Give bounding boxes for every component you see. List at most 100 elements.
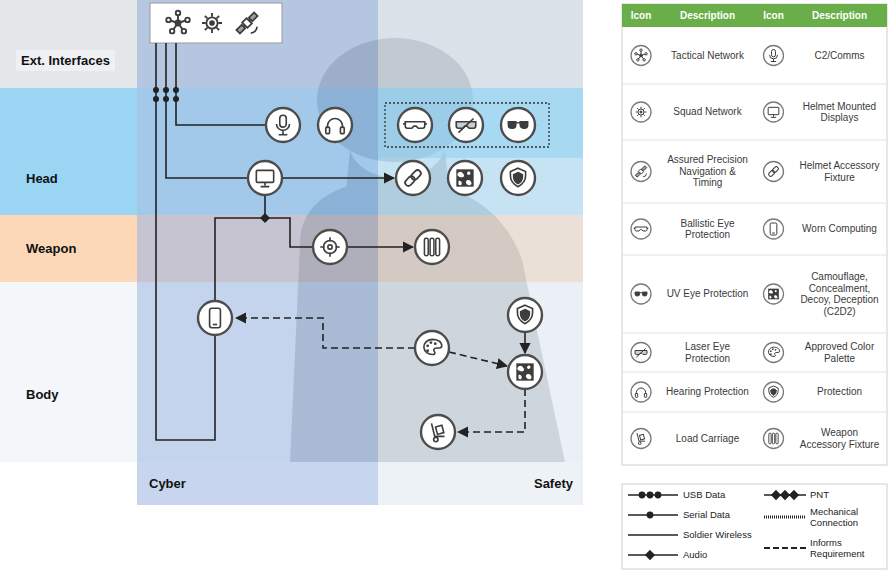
icon-circle (764, 382, 784, 402)
table-cell-box: Protection (792, 372, 887, 412)
connector-dot (163, 87, 169, 93)
table-cell-box: Hearing Protection (660, 372, 755, 412)
icon-circle (415, 331, 449, 365)
interface-box (150, 3, 282, 43)
icon-circle (631, 382, 651, 402)
load-carriage-icon (637, 433, 645, 444)
icon-circle (421, 415, 455, 449)
mount-arrow (524, 332, 526, 353)
informs-arrow (458, 389, 525, 432)
icon-circle (764, 284, 784, 304)
hmd-icon (256, 170, 273, 186)
table-cell: C2/Comms (814, 50, 864, 62)
hearing-protection-icon (635, 388, 646, 397)
table-header: Description (812, 10, 867, 22)
table-cell: UV Eye Protection (667, 288, 749, 300)
accessory-fixture-icon (768, 166, 779, 177)
icon-circle (198, 301, 232, 335)
mount-arrow (282, 177, 394, 179)
icon-circle (631, 46, 651, 66)
column-label: Cyber (149, 476, 186, 491)
table-cell-box: Assured Precision Navigation & Timing (660, 140, 755, 203)
squad-network-icon (202, 13, 222, 33)
legend-entry: Serial Data (683, 509, 763, 520)
column-band: Safety (378, 0, 583, 505)
eye-protection-group (385, 103, 549, 147)
ballistic-eye-icon (403, 122, 427, 129)
hmd-icon (768, 107, 779, 117)
laser-eye-icon (635, 349, 647, 358)
row-label: Body (26, 387, 59, 402)
table-cell-box: Approved Color Palette (792, 333, 887, 372)
table-header: Description (680, 10, 735, 22)
legend-entry: Audio (683, 549, 763, 560)
table-cell-box: Weapon Accessory Fixture (792, 412, 887, 465)
icon-circle (764, 429, 784, 449)
wireless-line-sample (628, 534, 678, 536)
protection-icon (769, 386, 778, 397)
squad-network-icon (636, 107, 647, 118)
audio-wire (176, 43, 266, 125)
table-cell-box: Camouflage, Concealment, Decoy, Deceptio… (792, 255, 887, 333)
serial-wire (156, 43, 215, 440)
hearing-protection-icon (326, 119, 344, 134)
table-cell-box: C2/Comms (792, 27, 887, 84)
table-cell-box: Icon (622, 4, 660, 27)
icon-circle (764, 46, 784, 66)
legend-label: Serial Data (683, 509, 763, 520)
icon-circle (631, 343, 651, 363)
c2-comms-icon (277, 115, 290, 135)
icon-circle (631, 284, 651, 304)
icon-circle (764, 219, 784, 239)
connector-dot (173, 87, 179, 93)
icon-circle (501, 161, 535, 195)
table-cell-box: Load Carriage (660, 412, 755, 465)
weapon-fixture-icon (769, 433, 778, 444)
table-cell: Load Carriage (676, 433, 739, 445)
ballistic-eye-icon (634, 227, 649, 231)
table-header-bar (622, 4, 887, 27)
legend-entry: Mechanical Connection (810, 506, 885, 528)
row-separator (622, 84, 887, 412)
legend-label: Informs Requirement (810, 537, 885, 559)
informs-arrow (236, 318, 415, 348)
legend-label: PNT (810, 489, 885, 500)
table-cell-box: Laser Eye Protection (660, 333, 755, 372)
icon-circle (764, 102, 784, 122)
camouflage-icon (516, 363, 533, 380)
camouflage-icon (768, 289, 779, 300)
table-cell: Protection (817, 386, 862, 398)
icon-circle (631, 219, 651, 239)
legend-entry: PNT (810, 489, 885, 500)
row-label: Weapon (26, 241, 76, 256)
table-cell-box: Helmet Mounted Displays (792, 84, 887, 140)
table-cell: Laser Eye Protection (666, 341, 749, 364)
tactical-network-icon (635, 49, 648, 61)
pnt-diamond (260, 213, 270, 223)
icon-circle (415, 230, 449, 264)
usb-dot (647, 492, 652, 497)
legend-frame (622, 484, 887, 569)
column-label: Safety (534, 476, 573, 491)
icon-circle (508, 298, 542, 332)
table-cell-box: Helmet Accessory Fixture (792, 140, 887, 203)
c2-comms-icon (770, 50, 778, 62)
connector-dot (173, 96, 179, 102)
table-cell: Hearing Protection (666, 386, 749, 398)
legend-label: Audio (683, 549, 763, 560)
icon-circle (248, 161, 282, 195)
icon-circle (631, 102, 651, 122)
icon-circle (764, 343, 784, 363)
audio-diamond (646, 551, 654, 559)
pnt-icon (635, 165, 647, 177)
table-cell: Helmet Accessory Fixture (798, 160, 881, 183)
weapon-fixture-icon (424, 238, 439, 255)
table-cell: Ballistic Eye Protection (666, 218, 749, 241)
icon-circle (313, 230, 347, 264)
uv-eye-icon (635, 292, 647, 296)
table-cell: Helmet Mounted Displays (798, 101, 881, 124)
target-icon (320, 237, 340, 257)
icon-circle (508, 355, 542, 389)
legend-entry: Soldier Wireless (683, 529, 763, 540)
serial-dot (647, 512, 652, 517)
